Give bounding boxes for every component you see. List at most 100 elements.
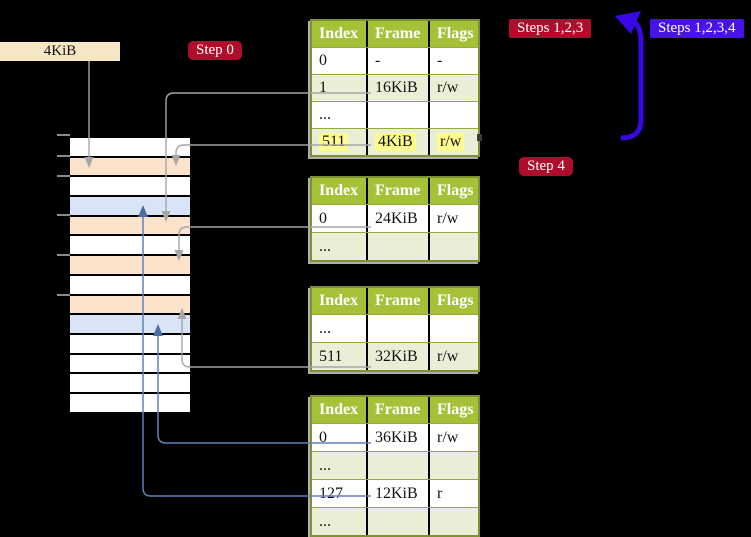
cr3-frame-box: 4KiB xyxy=(0,42,120,61)
table-cell: ... xyxy=(312,315,366,342)
memory-frame-row-6 xyxy=(70,256,190,274)
table-cell: ... xyxy=(312,233,366,260)
column-header: Index xyxy=(319,182,359,199)
column-header: Flags xyxy=(428,288,478,314)
table-row: ... xyxy=(312,314,478,342)
table-cell xyxy=(366,452,428,479)
table-cell xyxy=(366,315,428,342)
column-header: Frame xyxy=(366,178,428,204)
cell-text: ... xyxy=(319,106,331,123)
table-cell: 1 xyxy=(312,75,366,101)
cell-text: 127 xyxy=(319,484,343,502)
table-cell: ... xyxy=(312,452,366,479)
cell-text: ... xyxy=(319,237,331,255)
table-cell xyxy=(366,508,428,535)
memory-frame-row-2 xyxy=(70,177,190,196)
table-cell: 24KiB xyxy=(366,205,428,232)
address-tick-24kib xyxy=(57,254,70,256)
address-tick-4kib xyxy=(57,155,70,157)
cell-text: 511 xyxy=(319,133,349,151)
table-cell xyxy=(428,508,478,535)
table-cell xyxy=(428,315,478,342)
cell-text: 4KiB xyxy=(375,133,416,151)
table-cell: 16KiB xyxy=(366,75,428,101)
column-header: Frame xyxy=(366,21,428,47)
cell-text: 0 xyxy=(319,209,327,227)
table-cell: - xyxy=(366,48,428,74)
table-cell: r/w xyxy=(428,75,478,101)
table-cell xyxy=(428,452,478,479)
table-cell xyxy=(428,102,478,128)
memory-frame-row-5 xyxy=(70,236,190,255)
cell-text: r/w xyxy=(437,347,459,365)
cell-text: - xyxy=(375,52,381,69)
cell-text: 0 xyxy=(319,52,327,69)
table-row: 511 32KiB r/w xyxy=(312,342,478,370)
column-header: Index xyxy=(319,401,359,418)
memory-frame-row-12 xyxy=(70,374,190,392)
cell-text: 0 xyxy=(319,428,327,446)
cell-text: 32KiB xyxy=(375,347,418,365)
table-row: ... xyxy=(312,101,478,128)
column-header: Index xyxy=(319,292,359,309)
table-row: 0 - - xyxy=(312,47,478,74)
memory-frame-row-7 xyxy=(70,275,190,294)
table-cell: 4KiB xyxy=(366,129,428,155)
table-cell xyxy=(428,233,478,260)
cell-text: - xyxy=(437,52,443,69)
cell-text: 36KiB xyxy=(375,428,418,446)
table-cell: r/w xyxy=(428,205,478,232)
table-cell: r/w xyxy=(428,424,478,451)
column-header: Flags xyxy=(428,21,478,47)
cell-text: r/w xyxy=(437,428,459,446)
cell-text: ... xyxy=(319,319,331,337)
table-cell: 0 xyxy=(312,48,366,74)
cell-text: ... xyxy=(319,512,331,530)
table-cell: 36KiB xyxy=(366,424,428,451)
address-tick-32kib xyxy=(57,294,70,296)
table-cell: r/w xyxy=(428,343,478,370)
badge-steps-1-2-3: Steps 1,2,3 xyxy=(509,19,592,38)
table-cell: 127 xyxy=(312,480,366,507)
memory-frame-row-1 xyxy=(70,157,190,176)
memory-frame-row-11 xyxy=(70,354,190,373)
table-cell: ... xyxy=(312,508,366,535)
cell-text: ... xyxy=(319,456,331,474)
badge-step-0: Step 0 xyxy=(188,41,242,60)
table-cell: 12KiB xyxy=(366,480,428,507)
table-cell xyxy=(366,233,428,260)
cell-text: 12KiB xyxy=(375,484,418,502)
memory-frame-row-4 xyxy=(70,216,190,235)
table-cell xyxy=(366,102,428,128)
column-header: Frame xyxy=(366,397,428,423)
recursive-loop-arrow xyxy=(615,11,644,141)
column-header: Frame xyxy=(366,288,428,314)
table-cell: ... xyxy=(312,102,366,128)
memory-frame-row-10 xyxy=(70,334,190,353)
table-row: 0 36KiB r/w xyxy=(312,423,478,451)
address-tick-0 xyxy=(57,134,70,136)
table-cell: 0 xyxy=(312,424,366,451)
cell-text: 24KiB xyxy=(375,209,418,227)
address-tick-8kib xyxy=(57,175,70,177)
cell-text: r/w xyxy=(437,209,459,227)
cell-text: 16KiB xyxy=(375,79,418,96)
column-header: Index xyxy=(319,25,359,42)
table-cell: 511 xyxy=(312,343,366,370)
badge-steps-1-2-3-4: Steps 1,2,3,4 xyxy=(650,19,744,38)
cell-text: 1 xyxy=(319,79,327,96)
table-cell: 0 xyxy=(312,205,366,232)
memory-stack xyxy=(70,138,190,414)
table-row: 0 24KiB r/w xyxy=(312,204,478,232)
badge-step-4: Step 4 xyxy=(519,157,573,176)
